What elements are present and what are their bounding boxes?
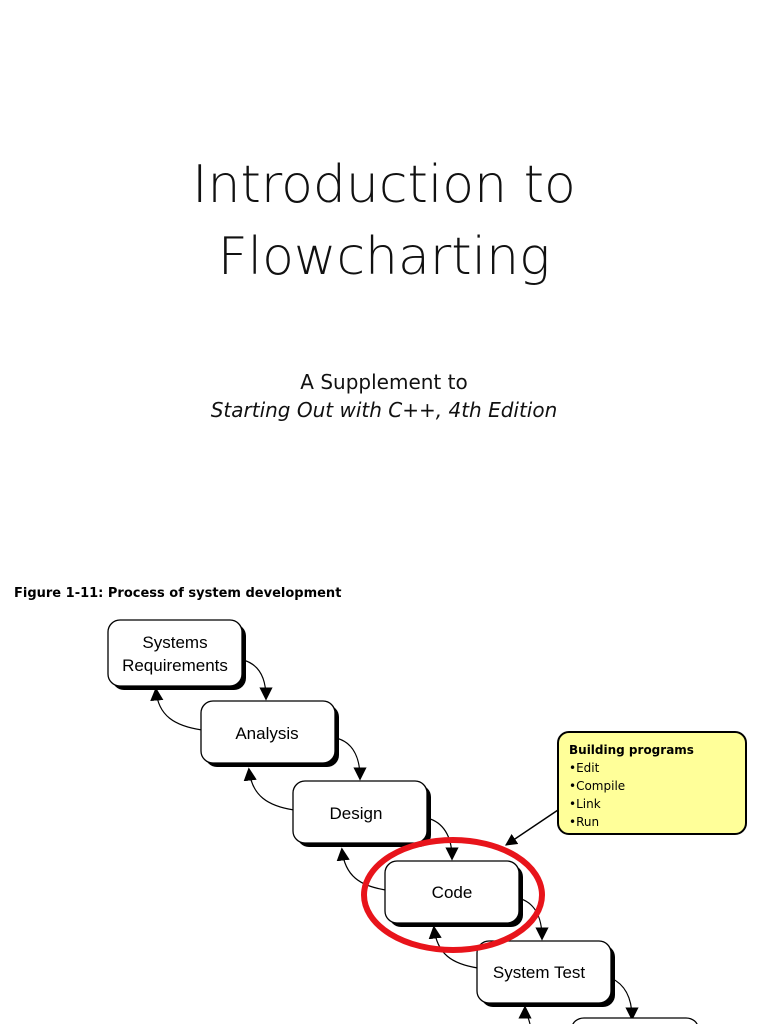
arrow-requirements-to-analysis: [242, 659, 273, 701]
step-analysis: Analysis: [200, 700, 339, 767]
callout-item-compile: Compile: [569, 777, 735, 795]
arrow-analysis-to-requirements: [150, 687, 203, 731]
slide-title-line-2: Flowcharting: [217, 227, 551, 287]
arrow-systemtest-down: [610, 977, 639, 1021]
subtitle-line-2: Starting Out with C++, 4th Edition: [210, 398, 558, 422]
callout-list: Edit Compile Link Run: [569, 759, 735, 831]
callout-item-link: Link: [569, 795, 735, 813]
step-systems-requirements: Systems Requirements: [107, 619, 246, 690]
callout-item-run: Run: [569, 813, 735, 831]
slide-title-line-1: Introduction to: [192, 155, 576, 215]
step-label-analysis: Analysis: [235, 724, 298, 743]
figure-caption: Figure 1-11: Process of system developme…: [14, 586, 342, 601]
step-next-partial: [572, 1017, 698, 1024]
step-label-code: Code: [432, 883, 473, 902]
arrow-analysis-to-design: [335, 737, 367, 781]
arrow-code-to-systemtest: [517, 897, 549, 941]
subtitle-line-1: A Supplement to: [300, 370, 468, 394]
code-highlight-circle: [361, 837, 545, 953]
step-code: Code: [384, 860, 523, 927]
step-label-systems: Systems: [142, 633, 207, 652]
building-programs-callout: Building programs Edit Compile Link Run: [557, 731, 747, 835]
step-label-requirements: Requirements: [122, 656, 228, 675]
arrow-design-to-code: [426, 817, 459, 861]
callout-item-edit: Edit: [569, 759, 735, 777]
arrow-next-to-systemtest: [518, 1005, 532, 1024]
step-design: Design: [292, 780, 431, 847]
step-label-system-test: System Test: [493, 963, 586, 982]
step-label-design: Design: [330, 804, 383, 823]
callout-title: Building programs: [569, 743, 694, 757]
arrow-code-to-design: [336, 847, 387, 891]
callout-pointer-arrow: [505, 809, 559, 846]
arrow-design-to-analysis: [243, 767, 295, 811]
step-system-test: System Test: [476, 940, 615, 1007]
arrow-systemtest-to-code: [428, 925, 479, 969]
